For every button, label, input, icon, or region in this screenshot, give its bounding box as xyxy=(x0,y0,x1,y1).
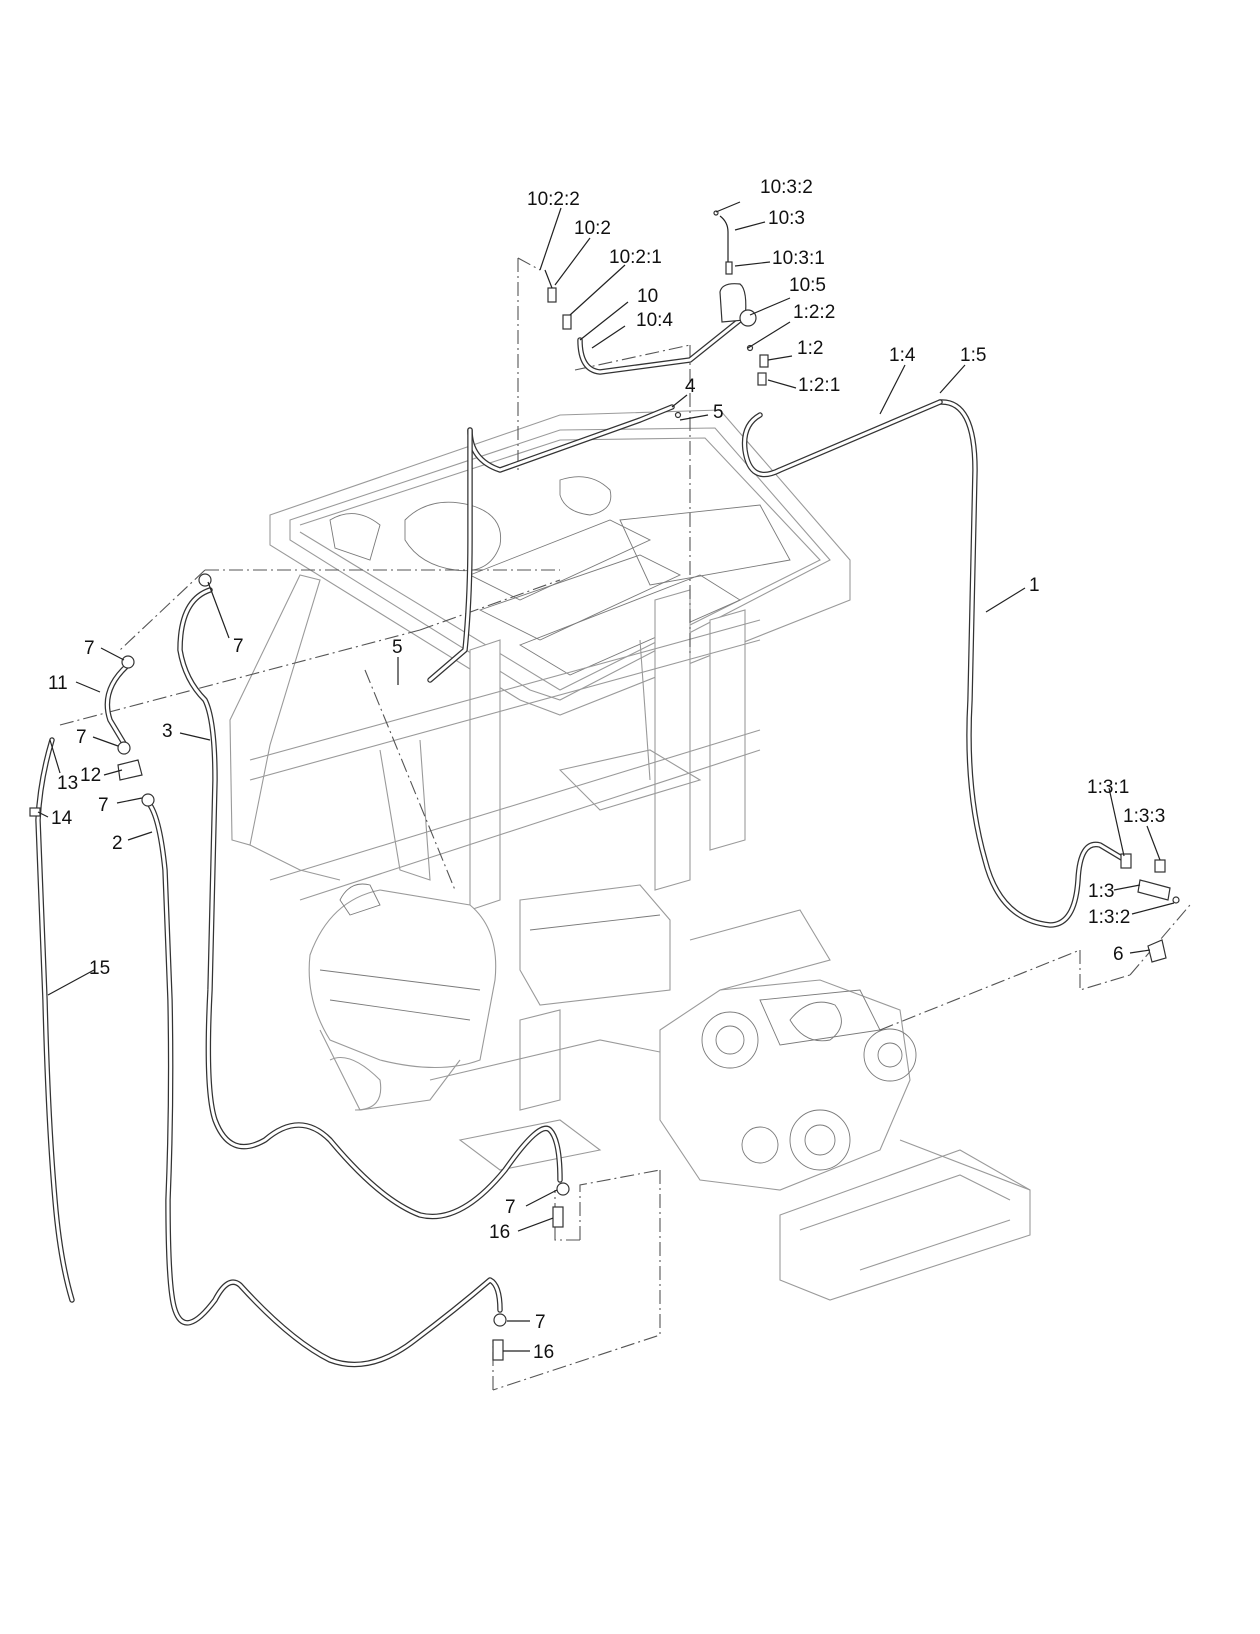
clamp-7d xyxy=(141,793,155,807)
machine-frame xyxy=(229,409,1031,1301)
fitting-1-2-1 xyxy=(757,372,767,386)
callout-7-f: 7 xyxy=(535,1312,546,1333)
fitting-16b xyxy=(492,1339,504,1361)
fitting-10-2 xyxy=(547,287,557,303)
fitting-10-5 xyxy=(739,309,757,327)
fitting-10-3-1 xyxy=(725,261,733,275)
callout-10-4: 10:4 xyxy=(636,310,673,331)
cap-1-3-3 xyxy=(1154,859,1166,873)
callout-13: 13 xyxy=(57,773,78,794)
callout-10-3: 10:3 xyxy=(768,208,805,229)
callout-1-5: 1:5 xyxy=(960,345,986,366)
callout-7-e: 7 xyxy=(505,1197,516,1218)
hose-lines xyxy=(35,317,1128,1368)
fitting-5a xyxy=(674,411,682,419)
callout-12: 12 xyxy=(80,765,101,786)
callout-10-3-2: 10:3:2 xyxy=(760,177,813,198)
callout-1-3: 1:3 xyxy=(1088,881,1114,902)
callout-1-4: 1:4 xyxy=(889,345,916,366)
callout-14: 14 xyxy=(51,808,73,829)
callout-leaders xyxy=(37,201,1175,1352)
fitting-10-2-1 xyxy=(562,314,572,330)
callout-1-2-2: 1:2:2 xyxy=(793,302,835,323)
callout-5-mid: 5 xyxy=(392,637,403,658)
callout-10-2-2: 10:2:2 xyxy=(527,189,580,210)
coupler-14 xyxy=(29,807,41,817)
callout-7-b: 7 xyxy=(233,636,244,657)
callout-6: 6 xyxy=(1113,944,1124,965)
assembly-reference-lines xyxy=(59,257,1191,1391)
clamp-7b xyxy=(121,655,135,669)
fitting-6 xyxy=(1147,939,1167,963)
callout-3: 3 xyxy=(162,721,173,742)
callout-labels: 10:3:2 10:2:2 10:3 10:2 10:3:1 10:2:1 10… xyxy=(48,177,1165,1363)
tube-10-3 xyxy=(719,215,729,262)
callout-10-5: 10:5 xyxy=(789,275,826,296)
tee-1-3 xyxy=(1137,879,1171,901)
callout-16-b: 16 xyxy=(533,1342,554,1363)
callout-15: 15 xyxy=(89,958,110,979)
callout-7-a: 7 xyxy=(84,638,95,659)
callout-1-3-3: 1:3:3 xyxy=(1123,806,1165,827)
tube-10-2-2 xyxy=(544,269,553,289)
callout-10-3-1: 10:3:1 xyxy=(772,248,825,269)
callout-16-a: 16 xyxy=(489,1222,510,1243)
callout-5-top: 5 xyxy=(713,402,724,423)
callout-10-2-1: 10:2:1 xyxy=(609,247,662,268)
clamp-7f xyxy=(493,1313,507,1327)
tee-12 xyxy=(117,759,143,781)
fitting-1-2 xyxy=(759,354,769,368)
fittings xyxy=(29,210,1180,1361)
clamp-7c xyxy=(117,741,131,755)
fitting-1-3-2 xyxy=(1172,896,1180,904)
fitting-1-3-1 xyxy=(1120,853,1132,869)
callout-1-2: 1:2 xyxy=(797,338,823,359)
callout-4: 4 xyxy=(685,376,696,397)
fitting-1-2-2 xyxy=(746,344,754,352)
callout-7-c: 7 xyxy=(76,727,87,748)
callout-1-2-1: 1:2:1 xyxy=(798,375,840,396)
callout-10: 10 xyxy=(637,286,658,307)
callout-10-2: 10:2 xyxy=(574,218,611,239)
callout-1-3-2: 1:3:2 xyxy=(1088,907,1130,928)
callout-7-d: 7 xyxy=(98,795,109,816)
fitting-16a xyxy=(552,1206,564,1228)
callout-2: 2 xyxy=(112,833,123,854)
callout-11: 11 xyxy=(48,673,68,694)
callout-1: 1 xyxy=(1029,575,1040,596)
clamp-7e xyxy=(556,1182,570,1196)
callout-1-3-1: 1:3:1 xyxy=(1087,777,1129,798)
